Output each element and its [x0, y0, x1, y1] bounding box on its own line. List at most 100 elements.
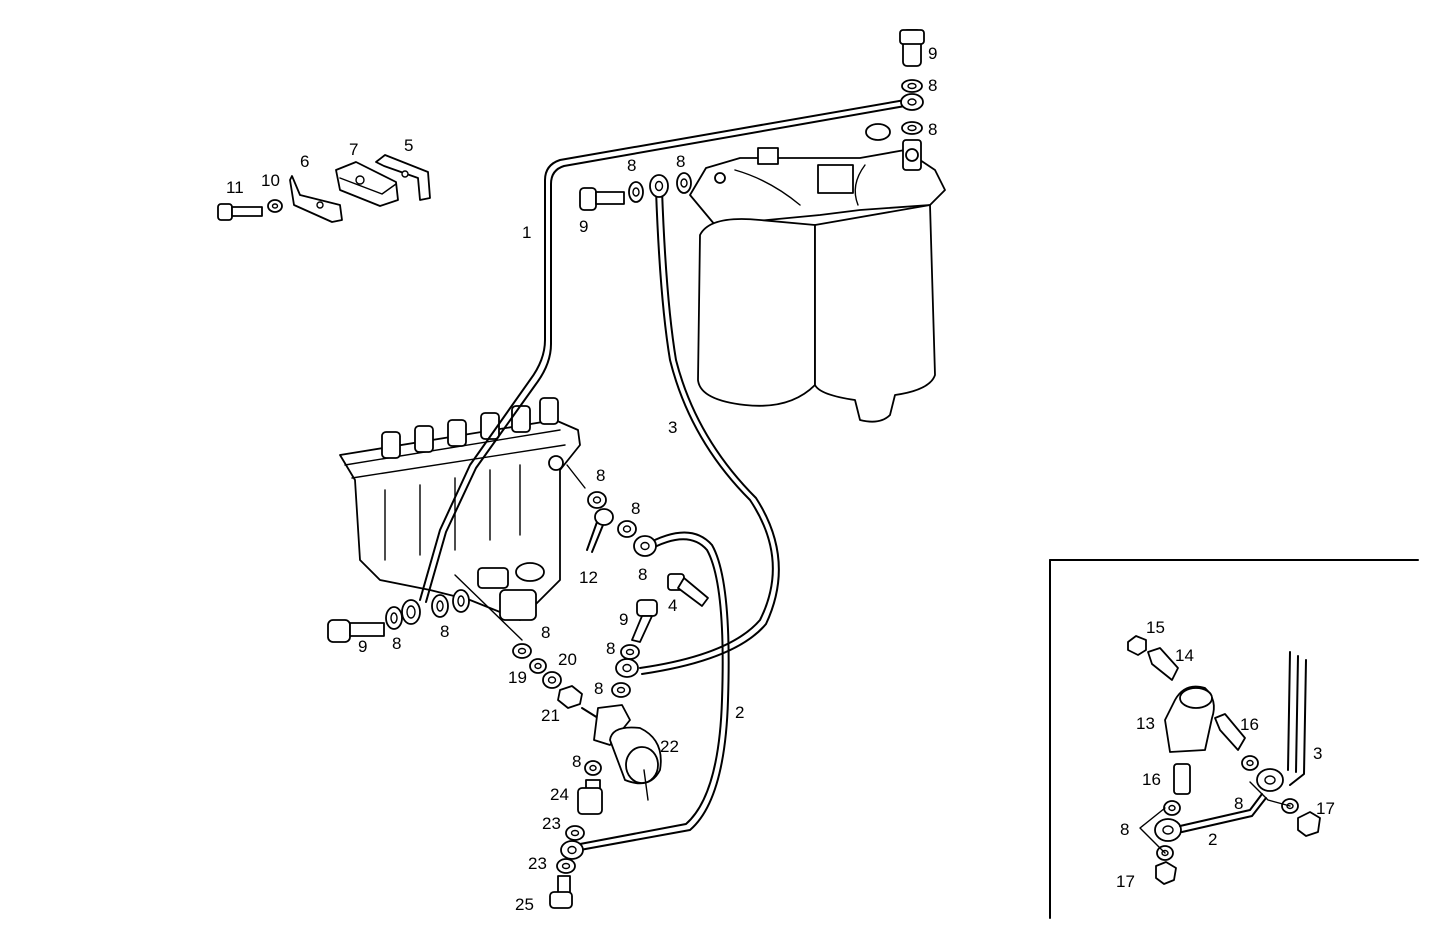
label-8: 8: [594, 679, 603, 698]
label-9: 9: [928, 44, 937, 63]
washer-8: [676, 172, 692, 194]
washer-8: [901, 79, 923, 93]
label-24: 24: [550, 785, 569, 804]
fuel-pipe-2: [579, 531, 730, 851]
banjo-eye: [560, 840, 584, 860]
label-10: 10: [261, 171, 280, 190]
label-21: 21: [541, 706, 560, 725]
washer-19: [529, 658, 547, 674]
banjo-eye: [401, 599, 421, 625]
label-23: 23: [542, 814, 561, 833]
label-8: 8: [596, 466, 605, 485]
leader-lines: [454, 464, 586, 641]
label-12: 12: [579, 568, 598, 587]
label-6: 6: [300, 152, 309, 171]
washer-23: [565, 825, 585, 841]
parts-group: [217, 29, 925, 909]
label-1: 1: [522, 223, 531, 242]
banjo-eye: [633, 535, 657, 557]
nut-21: [557, 685, 583, 709]
label-19: 19: [508, 668, 527, 687]
label-17: 17: [1116, 872, 1135, 891]
washer-20: [542, 671, 562, 689]
washer-8: [385, 606, 403, 630]
label-5: 5: [404, 136, 413, 155]
clamp-block-7: [335, 161, 399, 207]
banjo-bolt-9-top: [899, 29, 925, 67]
banjo-bolt-25: [549, 875, 573, 909]
label-8: 8: [1120, 820, 1129, 839]
banjo-eye: [649, 174, 669, 198]
label-15: 15: [1146, 618, 1165, 637]
banjo-eye: [900, 93, 924, 111]
banjo-bolt-9-pump: [327, 619, 385, 643]
label-3: 3: [1313, 744, 1322, 763]
clamp-half-5: [375, 154, 431, 201]
label-16: 16: [1240, 715, 1259, 734]
label-8: 8: [1234, 794, 1243, 813]
washer-23: [556, 858, 576, 874]
washer-8: [901, 121, 923, 135]
nut-15: [1127, 635, 1147, 656]
washer-8: [620, 644, 640, 660]
valve-block-13: [1164, 685, 1215, 753]
label-14: 14: [1175, 646, 1194, 665]
label-22: 22: [660, 737, 679, 756]
inset-detail: [1049, 559, 1419, 919]
banjo-bolt-9-mid: [631, 599, 658, 643]
bolt-4: [667, 573, 709, 607]
bolt-11: [217, 203, 263, 221]
label-8: 8: [676, 152, 685, 171]
fuel-filter-assembly: [689, 123, 946, 423]
washer-8: [584, 760, 602, 776]
fuel-pipe-3: [639, 189, 780, 675]
label-11: 11: [226, 178, 244, 197]
label-2: 2: [735, 703, 744, 722]
label-9: 9: [358, 637, 367, 656]
washer-8: [512, 643, 532, 659]
label-2: 2: [1208, 830, 1217, 849]
washer-8: [1163, 800, 1181, 816]
banjo-eye: [1154, 818, 1182, 842]
part-labels: 1 2 3 4 5 6 7 8 8 8 8 8 8 8 8 8 8 8 8 8 …: [226, 44, 1335, 914]
label-8: 8: [541, 623, 550, 642]
washer-8: [587, 491, 607, 509]
washer-8: [1241, 755, 1259, 771]
label-8: 8: [928, 76, 937, 95]
fitting-14: [1147, 647, 1179, 681]
cap-17: [1297, 811, 1321, 837]
banjo-eye: [615, 658, 639, 678]
union-24: [577, 779, 603, 815]
label-8: 8: [631, 499, 640, 518]
label-9: 9: [579, 217, 588, 236]
washer-8: [628, 181, 644, 203]
solenoid-valve-22: [581, 704, 662, 801]
label-8: 8: [638, 565, 647, 584]
label-17: 17: [1316, 799, 1335, 818]
label-4: 4: [668, 596, 677, 615]
label-13: 13: [1136, 714, 1155, 733]
injection-pump: [339, 397, 581, 621]
banjo-eye: [1256, 768, 1284, 792]
clamp-half-6: [289, 175, 343, 223]
washer-8: [611, 682, 631, 698]
washer-8: [617, 520, 637, 538]
fitting-16: [1214, 713, 1246, 751]
label-8: 8: [627, 156, 636, 175]
label-8: 8: [606, 639, 615, 658]
label-8: 8: [392, 634, 401, 653]
washer-8: [431, 594, 449, 618]
label-16: 16: [1142, 770, 1161, 789]
cap-17: [1155, 861, 1177, 885]
label-9: 9: [619, 610, 628, 629]
fuel-pipe-1: [419, 99, 906, 603]
banjo-bolt-9: [579, 187, 625, 211]
washer-10: [267, 199, 283, 213]
label-7: 7: [349, 140, 358, 159]
label-23: 23: [528, 854, 547, 873]
washer-8: [452, 589, 470, 613]
label-25: 25: [515, 895, 534, 914]
label-3: 3: [668, 418, 677, 437]
pipe-fitting-12: [586, 508, 614, 553]
